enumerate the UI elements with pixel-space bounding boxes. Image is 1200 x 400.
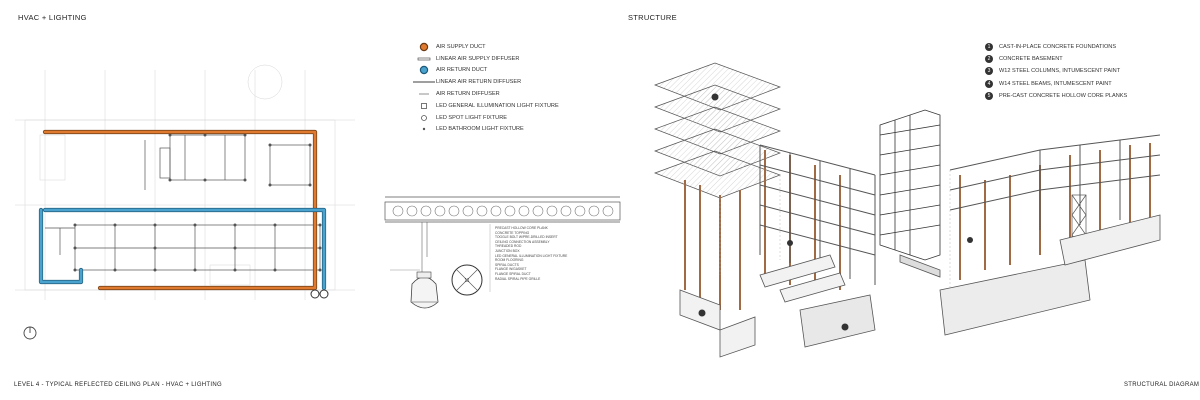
detail-note: LED GENERAL ILLUMINATION LIGHT FIXTURE — [495, 253, 568, 258]
legend-label: LED GENERAL ILLUMINATION LIGHT FIXTURE — [436, 102, 559, 109]
detail-note: THREADED ROD — [495, 244, 522, 249]
detail-note: RADIAL SPIRAL PIPE GRILLE — [495, 276, 541, 281]
legend-label: LINEAR AIR RETURN DIFFUSER — [436, 79, 522, 86]
return-duct-icon — [412, 65, 436, 75]
detail-note: TOGGLE BOLT W/PRE-DRILLED INSERT — [495, 235, 558, 240]
number-badge: 3 — [985, 67, 993, 76]
return-diffuser-icon — [412, 80, 436, 84]
right-page-title: STRUCTURE — [628, 13, 677, 22]
detail-note: FLANGE SPIRAL DUCT — [495, 271, 531, 276]
detail-note: SPIRAL DUCTS — [495, 262, 519, 267]
detail-note: FLANGE W/GASKET — [495, 267, 527, 272]
legend-label: W12 STEEL COLUMNS, INTUMESCENT PAINT — [999, 68, 1121, 75]
air-return-icon — [412, 92, 436, 96]
legend-item: LED BATHROOM LIGHT FIXTURE — [412, 124, 559, 136]
legend-label: W14 STEEL BEAMS, INTUMESCENT PAINT — [999, 80, 1112, 87]
reflected-ceiling-plan — [15, 64, 355, 300]
legend-label: AIR RETURN DIFFUSER — [436, 91, 500, 98]
detail-note: PRECAST HOLLOW CORE PLANK — [495, 226, 548, 230]
left-page-title: HVAC + LIGHTING — [18, 13, 87, 22]
detail-note: JUNCTION BOX — [495, 248, 520, 253]
number-badge: 5 — [985, 91, 993, 100]
structural-axonometric — [654, 62, 1161, 358]
legend-label: AIR SUPPLY DUCT — [436, 43, 486, 50]
legend-item: 1 CAST-IN-PLACE CONCRETE FOUNDATIONS — [985, 41, 1127, 53]
bathroom-light-icon — [412, 125, 436, 133]
supply-duct-icon — [412, 42, 436, 52]
legend-label: CONCRETE BASEMENT — [999, 56, 1063, 63]
left-page-footer: LEVEL 4 - TYPICAL REFLECTED CEILING PLAN… — [14, 382, 222, 388]
legend-item: AIR RETURN DUCT — [412, 65, 559, 77]
legend-label: LED BATHROOM LIGHT FIXTURE — [436, 126, 524, 133]
legend-item: AIR RETURN DIFFUSER — [412, 88, 559, 100]
supply-diffuser-icon — [412, 56, 436, 62]
legend-item: LINEAR AIR RETURN DIFFUSER — [412, 76, 559, 88]
detail-note: ROOM FLOORING — [495, 258, 524, 263]
legend-label: CAST-IN-PLACE CONCRETE FOUNDATIONS — [999, 44, 1117, 51]
north-arrow-icon — [23, 326, 37, 340]
detail-bubble-label: 11 — [464, 278, 469, 284]
legend-item: LED GENERAL ILLUMINATION LIGHT FIXTURE — [412, 100, 559, 112]
ceiling-detail-section: 11 — [384, 196, 621, 309]
legend-label: LINEAR AIR SUPPLY DIFFUSER — [436, 55, 520, 62]
right-page-footer: STRUCTURAL DIAGRAM — [1124, 382, 1200, 388]
legend-item: 3 W12 STEEL COLUMNS, INTUMESCENT PAINT — [985, 65, 1127, 77]
legend-item: 2 CONCRETE BASEMENT — [985, 53, 1127, 65]
spot-light-icon — [412, 114, 436, 122]
number-badge: 4 — [985, 79, 993, 88]
legend-label: AIR RETURN DUCT — [436, 67, 488, 74]
detail-note: CEILING CONNECTION ASSEMBLY — [495, 239, 550, 244]
structure-legend: 1 CAST-IN-PLACE CONCRETE FOUNDATIONS 2 CON… — [985, 41, 1127, 102]
number-badge: 2 — [985, 55, 993, 64]
legend-label: LED SPOT LIGHT FIXTURE — [436, 114, 507, 121]
hvac-legend: AIR SUPPLY DUCT LINEAR AIR SUPPLY DIFFUS… — [412, 41, 559, 135]
legend-item: 5 PRE-CAST CONCRETE HOLLOW CORE PLANKS — [985, 90, 1127, 102]
number-badge: 1 — [985, 43, 993, 52]
legend-item: AIR SUPPLY DUCT — [412, 41, 559, 53]
legend-label: PRE-CAST CONCRETE HOLLOW CORE PLANKS — [999, 92, 1128, 99]
detail-notes: PRECAST HOLLOW CORE PLANK CONCRETE TOPPI… — [495, 226, 567, 281]
general-light-icon — [412, 102, 436, 110]
legend-item: 4 W14 STEEL BEAMS, INTUMESCENT PAINT — [985, 78, 1127, 90]
legend-item: LED SPOT LIGHT FIXTURE — [412, 112, 559, 124]
legend-item: LINEAR AIR SUPPLY DIFFUSER — [412, 53, 559, 65]
detail-note: CONCRETE TOPPING — [495, 230, 530, 235]
